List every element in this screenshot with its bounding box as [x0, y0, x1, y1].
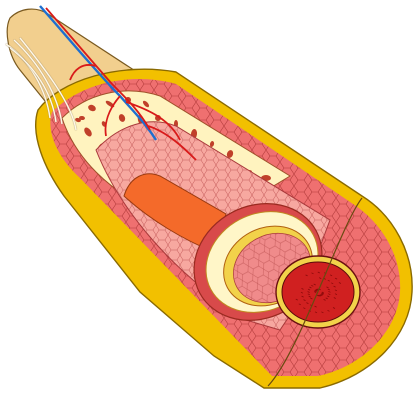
- bone-cross-section-diagram: [0, 0, 413, 397]
- bone-illustration: [0, 0, 413, 397]
